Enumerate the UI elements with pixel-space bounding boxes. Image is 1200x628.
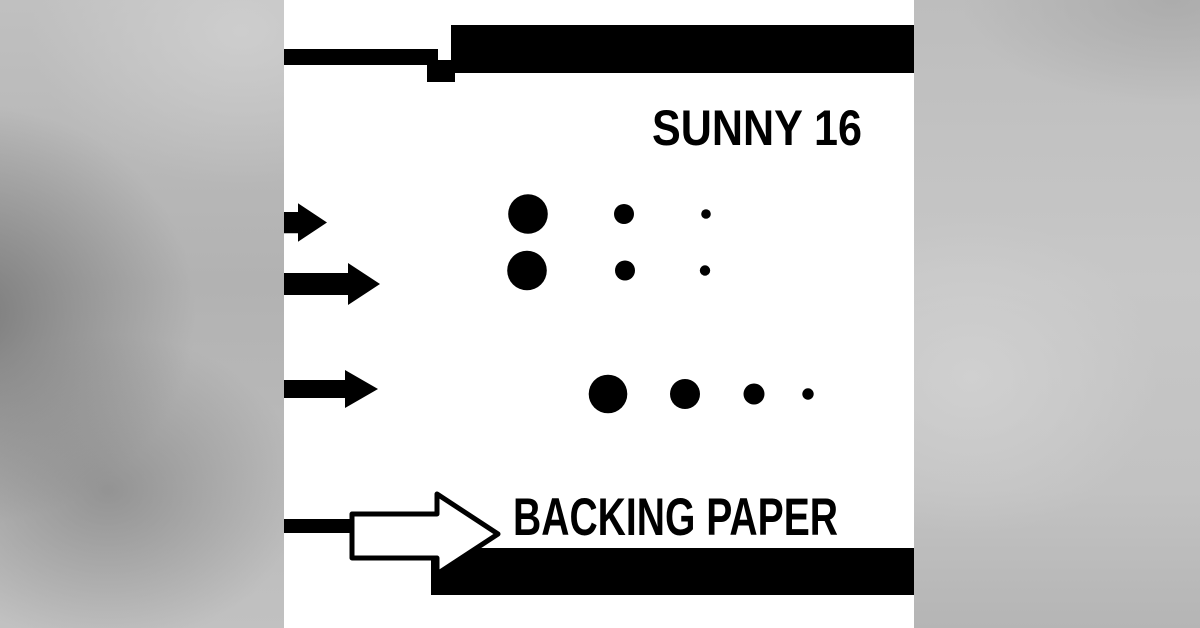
blurred-backdrop-right xyxy=(914,0,1200,628)
film-strip-bar xyxy=(451,25,914,73)
arrow-right-icon-lower xyxy=(284,370,378,408)
aperture-dot xyxy=(743,383,765,405)
film-leader-bar xyxy=(284,49,438,65)
backing-paper-label: BACKING PAPER xyxy=(513,488,838,547)
aperture-dot xyxy=(615,260,635,281)
aperture-dot xyxy=(670,379,700,409)
aperture-dot xyxy=(802,388,814,400)
arrow-right-icon-small xyxy=(284,203,327,242)
aperture-dot xyxy=(507,250,547,291)
aperture-dot xyxy=(699,265,711,276)
film-leader-notch xyxy=(427,60,455,82)
film-diagram: SUNNY 16 BACKING PAPER xyxy=(284,25,914,595)
arrow-right-icon-middle xyxy=(284,263,380,305)
backing-paper-feed-line xyxy=(284,519,360,533)
blurred-backdrop-left xyxy=(0,0,284,628)
aperture-dot xyxy=(701,209,711,219)
cover-panel: SUNNY 16 BACKING PAPER xyxy=(284,0,914,628)
backing-paper-arrow-icon xyxy=(349,491,501,577)
aperture-dot xyxy=(614,204,634,224)
backing-paper-bar xyxy=(431,548,914,595)
aperture-dot xyxy=(508,194,548,234)
aperture-dots xyxy=(507,194,814,414)
title-text: SUNNY 16 xyxy=(652,100,862,156)
aperture-dot xyxy=(588,374,628,414)
